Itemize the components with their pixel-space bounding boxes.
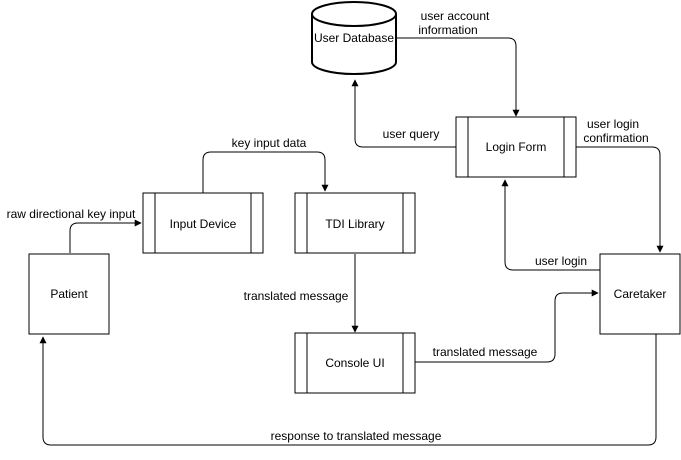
label-user-account-information-line1: user account [421, 9, 490, 23]
label-translated-message-console-to-caretaker: translated message [433, 345, 538, 359]
edge-translated-message-console-to-caretaker [415, 289, 599, 363]
edge-response-to-translated-message [39, 334, 657, 446]
edge-key-input-data [202, 151, 329, 193]
node-login-form[interactable]: Login Form [455, 116, 577, 178]
edge-user-login-confirmation [576, 146, 664, 253]
node-tdi-library-label: TDI Library [325, 217, 384, 231]
node-console-ui[interactable]: Console UI [294, 332, 416, 394]
label-user-login: user login [535, 254, 587, 268]
edge-user-query [351, 79, 456, 148]
label-user-login-confirmation-line2: confirmation [583, 131, 648, 145]
edge-raw-directional-key-input [69, 219, 142, 253]
node-user-database[interactable]: User Database [311, 1, 397, 75]
edge-user-account-information [397, 37, 520, 117]
node-input-device-label: Input Device [170, 217, 237, 231]
label-user-query: user query [383, 127, 440, 141]
node-caretaker[interactable]: Caretaker [599, 253, 681, 335]
label-user-login-confirmation-line1: user login [587, 117, 639, 131]
node-patient[interactable]: Patient [28, 253, 110, 335]
node-login-form-label: Login Form [486, 140, 547, 154]
node-caretaker-label: Caretaker [614, 287, 667, 301]
node-input-device[interactable]: Input Device [142, 192, 264, 254]
node-console-ui-label: Console UI [325, 356, 384, 370]
node-patient-label: Patient [50, 287, 88, 301]
label-translated-message-tdi-to-console: translated message [244, 289, 349, 303]
label-key-input-data: key input data [232, 136, 307, 150]
label-user-account-information-line2: information [418, 23, 477, 37]
node-tdi-library[interactable]: TDI Library [294, 192, 416, 254]
edge-user-login [501, 179, 600, 271]
node-user-database-label: User Database [314, 31, 394, 45]
label-raw-directional-key-input: raw directional key input [7, 207, 136, 221]
label-response-to-translated-message: response to translated message [271, 429, 442, 443]
